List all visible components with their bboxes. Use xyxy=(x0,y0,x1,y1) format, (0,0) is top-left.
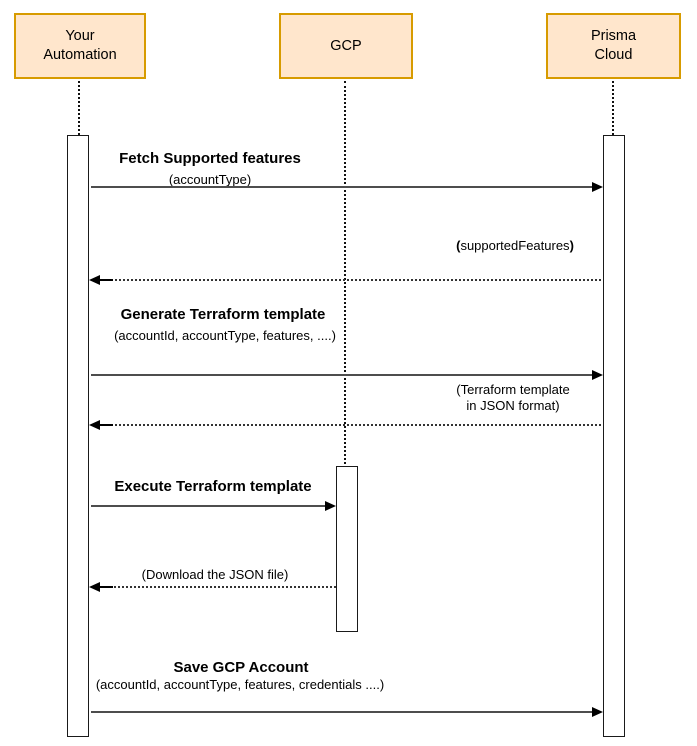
activation-bar-your-automation xyxy=(67,135,89,737)
message-title: Save GCP Account xyxy=(173,659,309,676)
arrow-tail xyxy=(97,586,113,588)
actor-prisma-cloud: Prisma Cloud xyxy=(546,13,681,79)
arrowhead-right-icon xyxy=(592,182,603,192)
message-arrow-return xyxy=(89,275,601,285)
message-arrow-request xyxy=(91,707,603,717)
arrow-tail xyxy=(97,279,113,281)
lifeline-your-automation xyxy=(78,81,80,135)
paren-open: ( xyxy=(456,238,461,253)
message-title: Generate Terraform template xyxy=(120,306,326,323)
message-arrow-request xyxy=(91,370,603,380)
return-label-text: supportedFeatures xyxy=(460,238,570,253)
paren-close: ) xyxy=(569,238,574,253)
message-arrow-return xyxy=(89,420,601,430)
actor-label: Prisma Cloud xyxy=(590,28,637,63)
arrowhead-left-icon xyxy=(89,420,100,430)
arrowhead-right-icon xyxy=(592,707,603,717)
message-params: (accountType) xyxy=(168,172,252,187)
message-title: Fetch Supported features xyxy=(119,150,301,167)
message-arrow-return xyxy=(89,582,336,592)
actor-label: GCP xyxy=(330,37,362,54)
arrowhead-left-icon xyxy=(89,582,100,592)
message-params: (accountId, accountType, features, crede… xyxy=(95,677,385,692)
message-arrow-request xyxy=(91,501,336,511)
actor-label: Your Automation xyxy=(43,28,117,63)
arrowhead-right-icon xyxy=(325,501,336,511)
message-title: Execute Terraform template xyxy=(114,478,312,495)
actor-your-automation: Your Automation xyxy=(14,13,146,79)
arrowhead-left-icon xyxy=(89,275,100,285)
activation-bar-gcp xyxy=(336,466,358,632)
message-params: (accountId, accountType, features, ....) xyxy=(114,328,336,343)
message-return-label: (supportedFeatures) xyxy=(456,238,574,254)
lifeline-gcp xyxy=(344,81,346,464)
lifeline-prisma-cloud xyxy=(612,81,614,135)
arrowhead-right-icon xyxy=(592,370,603,380)
message-return-label: (Terraform template in JSON format) xyxy=(456,382,570,413)
message-return-label: (Download the JSON file) xyxy=(141,567,289,582)
arrow-tail xyxy=(97,424,113,426)
actor-gcp: GCP xyxy=(279,13,413,79)
activation-bar-prisma-cloud xyxy=(603,135,625,737)
message-arrow-request xyxy=(91,182,603,192)
